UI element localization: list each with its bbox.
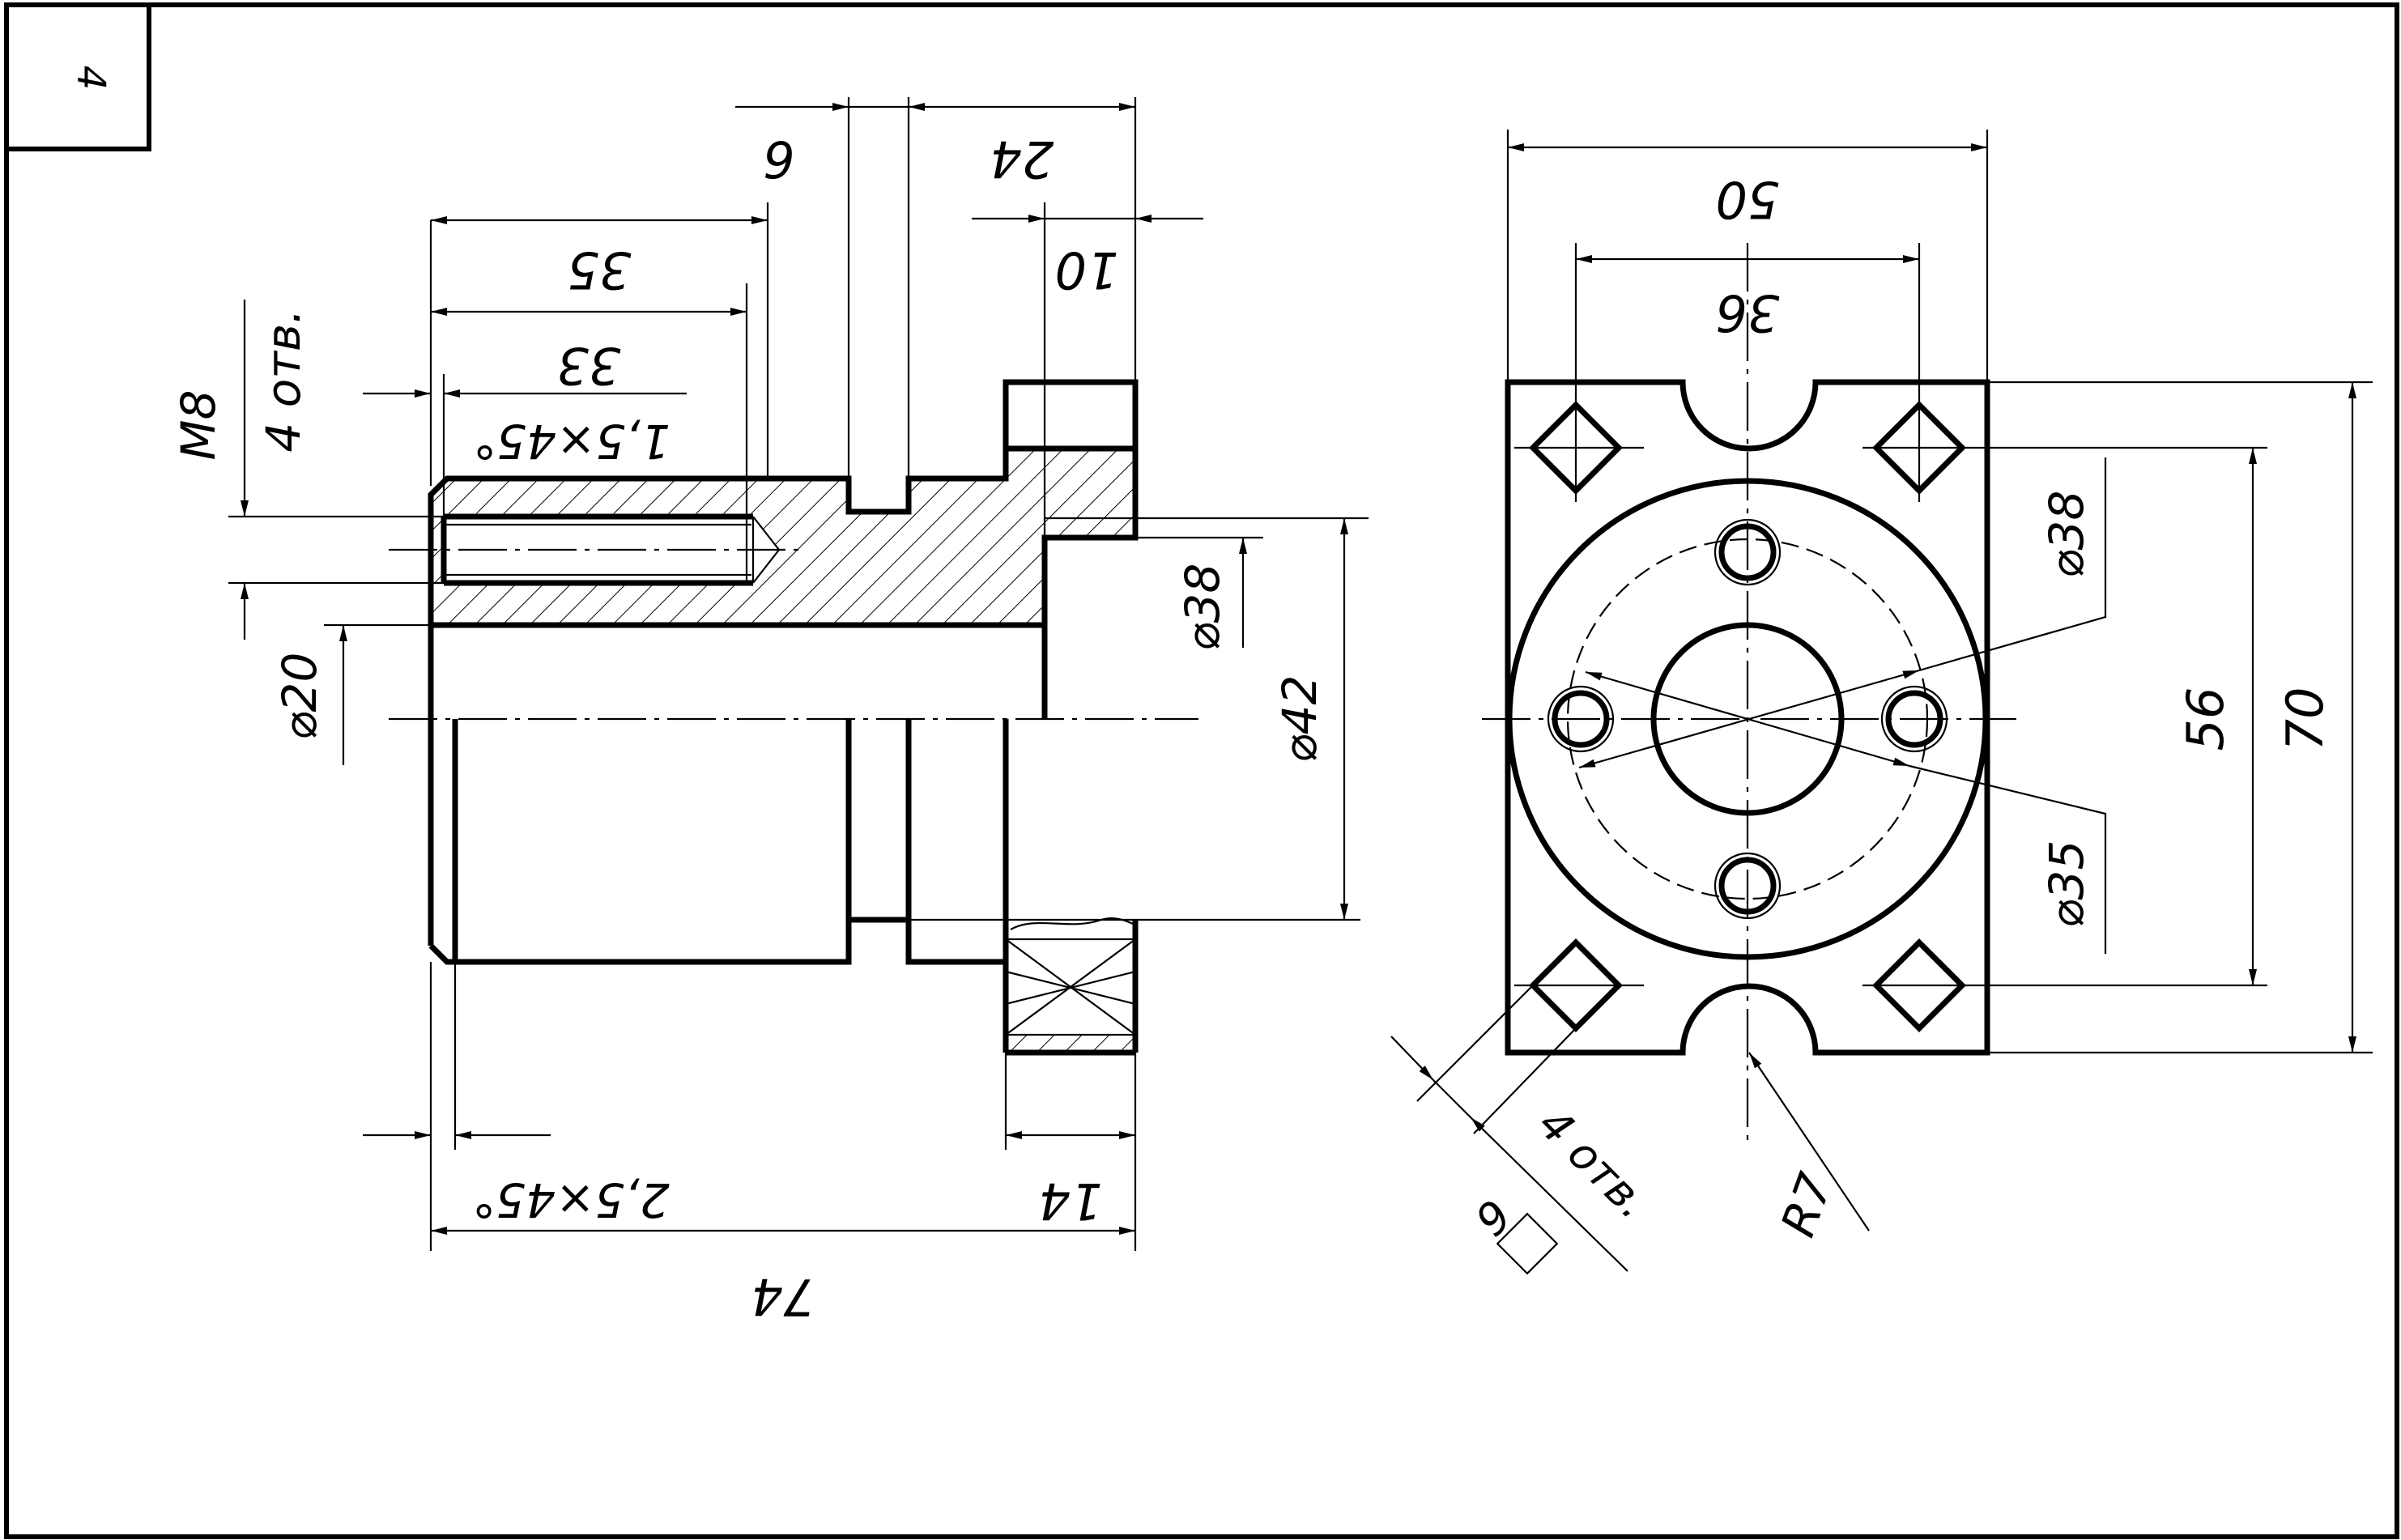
dim-dia35-side: ⌀35 [2039, 840, 2094, 929]
dim-10: 10 [1055, 240, 1119, 300]
dim-56: 56 [2176, 687, 2235, 751]
dim-35: 35 [568, 240, 632, 300]
dim-chamfer-bottom: 2,5×45° [472, 1172, 670, 1227]
dim-24: 24 [990, 130, 1054, 189]
dim-m8: M8 [171, 390, 226, 461]
side-view: 50 36 56 70 ⌀38 ⌀35 R7 4 отв. 6 [1390, 130, 2373, 1275]
dim-50: 50 [1716, 170, 1780, 229]
dim-14: 14 [1039, 1172, 1103, 1231]
dim-dia20: ⌀20 [272, 653, 327, 741]
dim-dia38-front: ⌀38 [1175, 564, 1230, 652]
dim-holes-side: 4 отв. [1528, 1098, 1658, 1228]
dim-dia42: ⌀42 [1272, 675, 1327, 764]
dim-chamfer-top: 1,5×45° [473, 414, 670, 469]
dim-holes-front: 4 отв. [256, 308, 311, 452]
dim-6: 6 [763, 130, 794, 189]
front-view: 74 14 2,5×45° 35 33 6 24 [171, 97, 1369, 1326]
dim-dia38-side: ⌀38 [2039, 491, 2094, 579]
dim-70: 70 [2275, 687, 2335, 751]
dim-square6: 6 [1465, 1189, 1521, 1245]
square-symbol [1496, 1212, 1559, 1275]
dim-74: 74 [751, 1267, 815, 1326]
sheet-frame: 4 [4, 2, 2399, 1539]
sheet-number: 4 [68, 66, 113, 91]
dim-33: 33 [557, 336, 621, 395]
dim-36: 36 [1716, 283, 1780, 342]
